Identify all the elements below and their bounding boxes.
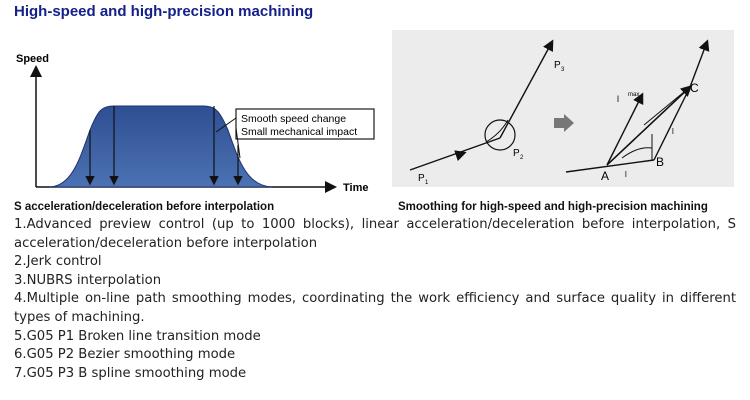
left-figure-caption: S acceleration/deceleration before inter…: [14, 201, 275, 213]
feature-list: 1.Advanced preview control (up to 1000 b…: [14, 216, 736, 383]
a-label: A: [601, 169, 609, 183]
feature-item: 7.G05 P3 B spline smoothing mode: [14, 365, 247, 381]
lmax-subscript: max: [628, 92, 639, 98]
speed-curve-diagram: Speed Time Smooth speed change Small mec…: [16, 53, 375, 194]
feature-item: 5.G05 P1 Broken line transition mode: [14, 328, 261, 344]
p2-subscript: 2: [520, 155, 524, 161]
callout-leader-2: [235, 127, 241, 159]
feature-item: 2.Jerk control: [14, 254, 102, 270]
speed-curve-figure: Speed Time Smooth speed change Small mec…: [10, 40, 380, 210]
y-axis-label: Speed: [16, 53, 49, 65]
speed-profile-area: [49, 105, 273, 188]
right-figure-caption: Smoothing for high-speed and high-precis…: [398, 201, 708, 213]
callout-box: [235, 108, 375, 140]
feature-item: 1.Advanced preview control (up to 1000 b…: [14, 217, 736, 251]
feature-item: 4.Multiple on-line path smoothing modes,…: [14, 291, 736, 325]
callout-line-1: Smooth speed change: [241, 113, 346, 125]
arc-curve: [621, 147, 653, 159]
a-c-arrow: [606, 85, 693, 166]
path-smoothing-figure: P 1 P 2 P 3 A B C l l l max: [392, 30, 734, 187]
p3-subscript: 3: [561, 67, 565, 73]
line-b-c: [653, 86, 691, 161]
feature-item: 3.NUBRS interpolation: [14, 272, 162, 288]
p1-label: P: [418, 173, 425, 184]
path-smoothing-diagram: P 1 P 2 P 3 A B C l l l max: [409, 39, 710, 186]
line-a-b: [565, 159, 655, 173]
c-label: C: [690, 81, 699, 95]
p2-label: P: [513, 148, 520, 159]
segment-p2-p3: [499, 39, 554, 139]
b-label: B: [656, 155, 664, 169]
smoothed-corner: [485, 119, 509, 143]
segment-p1-p2-arrow: [454, 150, 467, 161]
inner-arrow: [643, 85, 692, 126]
p1-subscript: 1: [425, 180, 429, 186]
p3-label: P: [554, 60, 561, 71]
line-c-out: [689, 39, 710, 88]
x-axis-label: Time: [343, 182, 368, 194]
callout-leader-1: [215, 117, 237, 133]
l-label: l: [625, 170, 627, 179]
lmax-label: l: [617, 94, 619, 104]
l-label-2: l: [672, 127, 674, 136]
feature-item: 6.G05 P2 Bezier smoothing mode: [14, 347, 236, 363]
lmax-arrow: [606, 92, 644, 166]
corner-circle: [484, 119, 516, 151]
callout-line-2: Small mechanical impact: [241, 126, 357, 138]
transition-arrow: [554, 114, 574, 132]
page-title: High-speed and high-precision machining: [14, 3, 314, 20]
